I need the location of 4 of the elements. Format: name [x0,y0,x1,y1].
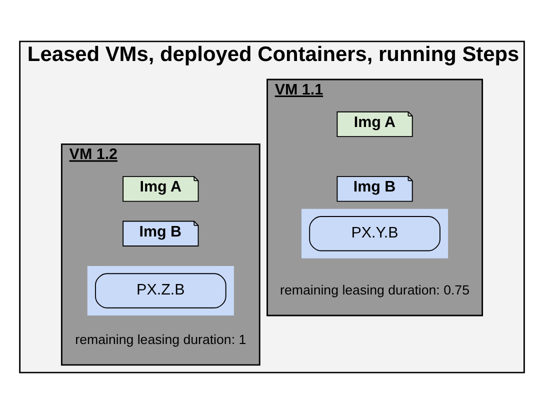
cluster [87,266,234,316]
node-box: PX.Y.B [309,216,440,252]
node-box: PX.Z.B [95,273,226,308]
cluster [302,208,448,258]
